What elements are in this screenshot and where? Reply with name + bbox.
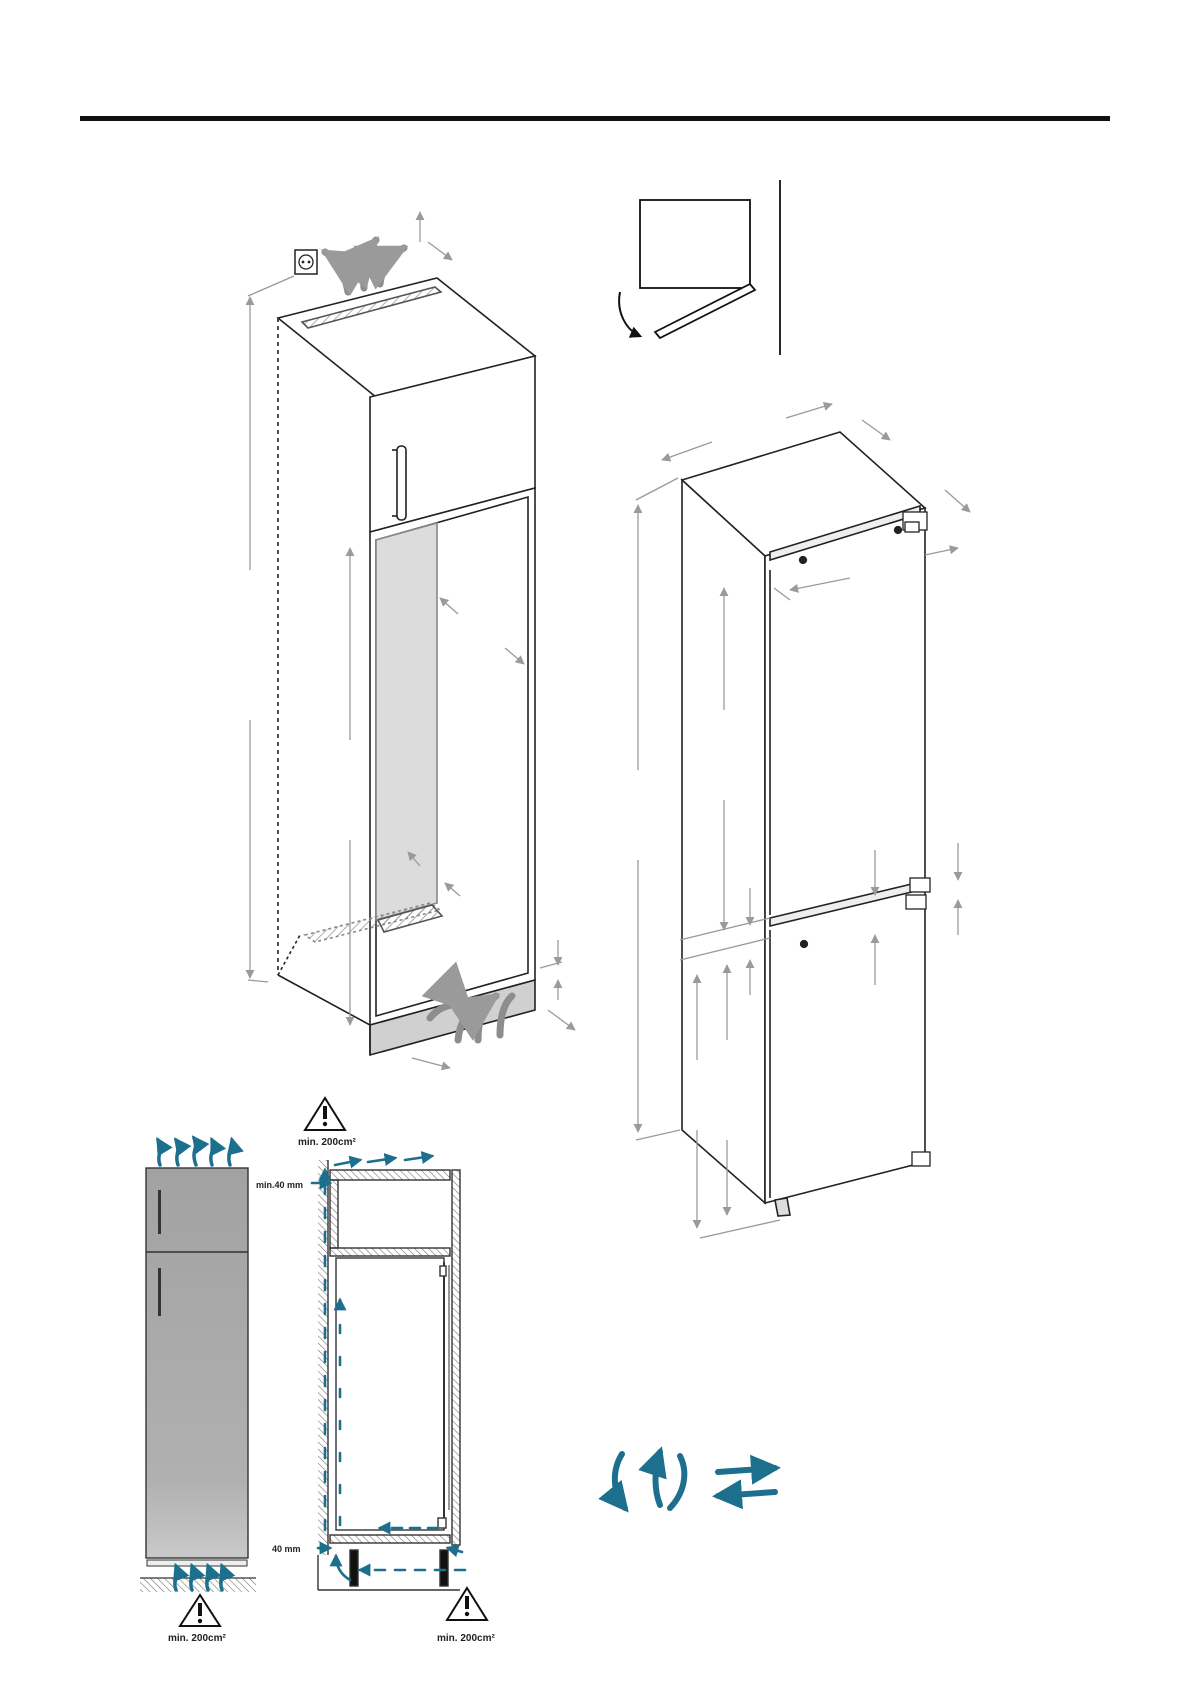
- vent-min-top-label: min. 200cm²: [298, 1137, 356, 1148]
- floor-hatch-left: [140, 1578, 256, 1592]
- plinth-detail-drawing: [640, 180, 780, 355]
- fridge-handle: [158, 1268, 161, 1316]
- power-socket-icon: [295, 250, 317, 274]
- gap-top-label: min.40 mm: [256, 1180, 303, 1190]
- front-view-fridge: [140, 1168, 256, 1592]
- freezer-handle: [158, 1190, 161, 1234]
- gap-bottom-label: 40 mm: [272, 1544, 301, 1554]
- warning-icon: [305, 1098, 345, 1130]
- fridge-appliance-drawing: [682, 432, 925, 1216]
- cabinet-top-airflow-icon: [325, 240, 404, 292]
- front-view-top-airflow-icon: [158, 1138, 232, 1165]
- header-rule: [80, 116, 1110, 121]
- vent-min-bottom-right-label: min. 200cm²: [437, 1633, 495, 1644]
- rotate-arrow-icon: [619, 292, 640, 336]
- airflow-arrows-icon: [615, 1452, 775, 1508]
- warning-icon: [180, 1595, 220, 1626]
- niche-back-panel: [376, 523, 437, 920]
- side-wall-hatch: [318, 1160, 328, 1555]
- cabinet-niche-drawing: [278, 278, 535, 1055]
- warning-icon: [447, 1588, 487, 1620]
- upper-cabinet-handle: [397, 446, 406, 520]
- vent-min-bottom-left-label: min. 200cm²: [168, 1633, 226, 1644]
